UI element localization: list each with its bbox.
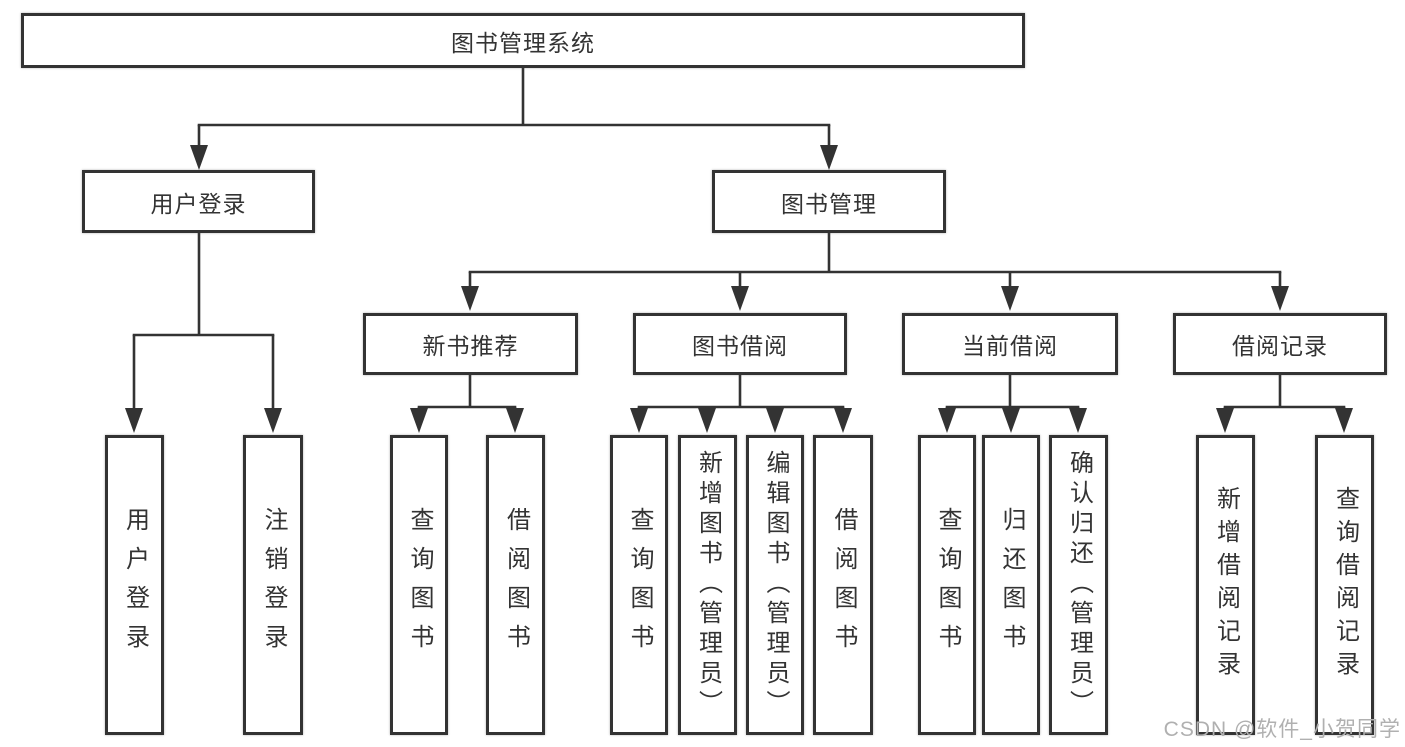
node-label: 图书借阅 [692, 333, 788, 359]
node-add-books-admin: 新增图书（管理员） [678, 435, 737, 735]
node-label: 编辑图书（管理员） [762, 450, 789, 720]
node-new-book-recommendation: 新书推荐 [363, 313, 578, 375]
node-user-login: 用户登录 [82, 170, 315, 233]
node-return-books: 归还图书 [982, 435, 1040, 735]
node-query-books-3: 查询图书 [918, 435, 976, 735]
node-label: 查询图书 [626, 507, 653, 663]
node-book-management: 图书管理 [712, 170, 946, 233]
arrowheads [125, 145, 1353, 433]
csdn-watermark: CSDN @软件_小贺同学 [1163, 718, 1401, 741]
node-library-management-system: 图书管理系统 [21, 13, 1025, 68]
node-label: 确认归还（管理员） [1065, 450, 1093, 720]
node-borrow-books-1: 借阅图书 [486, 435, 545, 735]
node-label: 新增图书（管理员） [694, 450, 722, 720]
node-label: 新增借阅记录 [1212, 486, 1240, 684]
node-label: 查询借阅记录 [1331, 486, 1359, 684]
node-borrowing-records: 借阅记录 [1173, 313, 1387, 375]
node-current-borrowing: 当前借阅 [902, 313, 1118, 375]
node-query-books-2: 查询图书 [610, 435, 668, 735]
node-label: 当前借阅 [962, 333, 1058, 359]
node-query-borrow-record: 查询借阅记录 [1315, 435, 1374, 735]
node-query-books-1: 查询图书 [390, 435, 448, 735]
node-label: 用户登录 [150, 190, 247, 217]
node-edit-books-admin: 编辑图书（管理员） [746, 435, 804, 735]
node-label: 查询图书 [406, 507, 433, 663]
node-label: 注销登录 [260, 507, 287, 663]
node-label: 借阅记录 [1232, 333, 1328, 359]
node-label: 查询图书 [934, 507, 961, 663]
node-label: 图书管理系统 [451, 29, 595, 56]
node-label: 图书管理 [781, 190, 877, 217]
node-logout: 注销登录 [243, 435, 303, 735]
node-label: 新书推荐 [422, 333, 519, 359]
node-book-borrowing: 图书借阅 [633, 313, 847, 375]
node-add-borrow-record: 新增借阅记录 [1196, 435, 1255, 735]
node-label: 用户登录 [121, 507, 149, 663]
node-label: 借阅图书 [502, 507, 530, 663]
node-confirm-return-admin: 确认归还（管理员） [1049, 435, 1108, 735]
node-borrow-books-2: 借阅图书 [813, 435, 873, 735]
node-label: 归还图书 [998, 507, 1025, 663]
node-label: 借阅图书 [830, 507, 857, 663]
node-user-login-leaf: 用户登录 [105, 435, 164, 735]
